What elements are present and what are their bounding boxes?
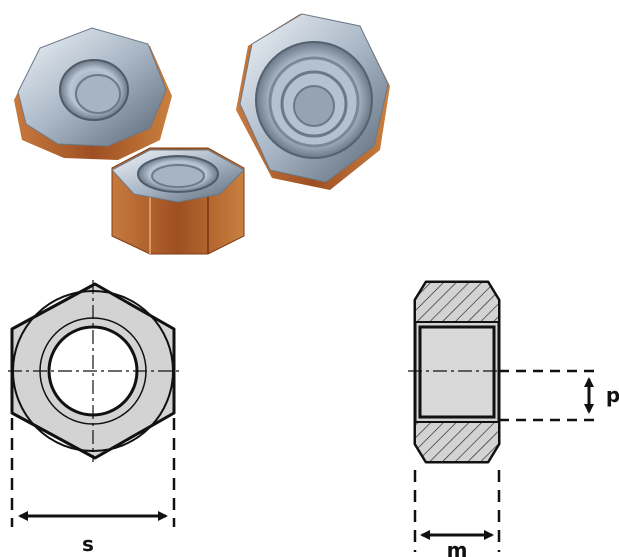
dimension-label-m: m [447,538,468,557]
nut-left [14,27,172,160]
front-view-drawing: s [8,280,180,556]
side-view-drawing: p m [408,280,619,557]
hatched-section-bottom [414,421,500,463]
hex-nuts-photo [14,13,390,255]
dimension-label-s: s [82,532,94,556]
nut-right [236,13,390,190]
dimension-label-p: p [606,383,619,407]
bore-section [418,325,496,419]
hatched-section-top [414,281,500,323]
nut-front [111,147,245,255]
